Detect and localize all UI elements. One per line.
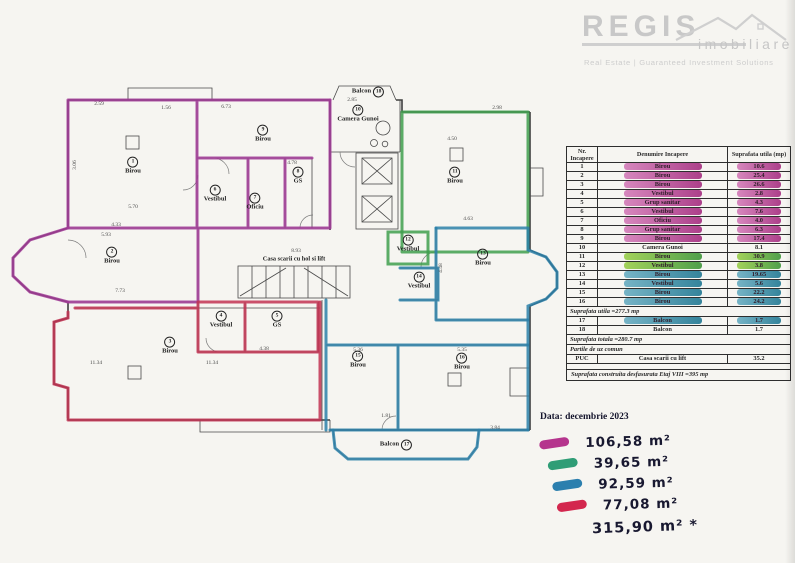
unit-red-outline	[52, 300, 322, 422]
legend-value: 106,58 m²	[584, 432, 672, 451]
area-legend: 106,58 m² 39,65 m² 92,59 m² 77,08 m²	[538, 427, 781, 517]
legend-total: 315,90 m² *	[591, 517, 699, 538]
logo-wordmark: REGIS	[582, 12, 747, 46]
marker-swatch-icon	[538, 436, 570, 450]
table-header-row: Nr. Incapere Denumire Incapere Suprafata…	[566, 146, 791, 163]
area-table: Nr. Incapere Denumire Incapere Suprafata…	[566, 146, 791, 381]
unit-blue-outline	[324, 226, 559, 461]
legend-item: 77,08 m²	[556, 490, 781, 517]
spacer-row	[566, 363, 791, 370]
common-parts-row: Partile de uz comun	[566, 344, 791, 355]
puc-row: PUC Casa scarii cu lift 35.2	[566, 354, 791, 364]
plan-walls	[12, 85, 558, 460]
col-header-name: Denumire Incapere	[597, 146, 728, 163]
legend-value: 39,65 m²	[593, 453, 670, 472]
logo-tagline: Real Estate | Guaranteed Investment Solu…	[584, 58, 774, 67]
date-label: Data: decembrie 2023	[540, 412, 629, 422]
marker-swatch-icon	[547, 457, 579, 471]
subtotal-row: Suprafata utila =277.3 mp	[566, 306, 791, 317]
total-row: Suprafata totala =280.7 mp	[566, 334, 791, 345]
regis-logo: REGIS imobiliare Real Estate | Guarantee…	[582, 12, 792, 68]
legend-value: 77,08 m²	[602, 495, 679, 514]
roofline-icon	[675, 13, 787, 41]
unit-magenta-outline	[11, 98, 332, 304]
col-header-nr: Nr. Incapere	[566, 146, 598, 163]
handwritten-notes: Data: decembrie 2023 106,58 m² 39,65 m² 92…	[538, 412, 781, 537]
marker-swatch-icon	[551, 478, 583, 492]
marker-swatch-icon	[556, 499, 588, 513]
logo-subtitle: imobiliare	[698, 36, 793, 52]
unit-green-outline	[386, 110, 530, 266]
col-header-area: Suprafata utila (mp)	[727, 146, 791, 163]
built-area-row: Suprafata construita desfasurata Etaj VI…	[566, 369, 791, 381]
legend-value: 92,59 m²	[598, 474, 674, 493]
